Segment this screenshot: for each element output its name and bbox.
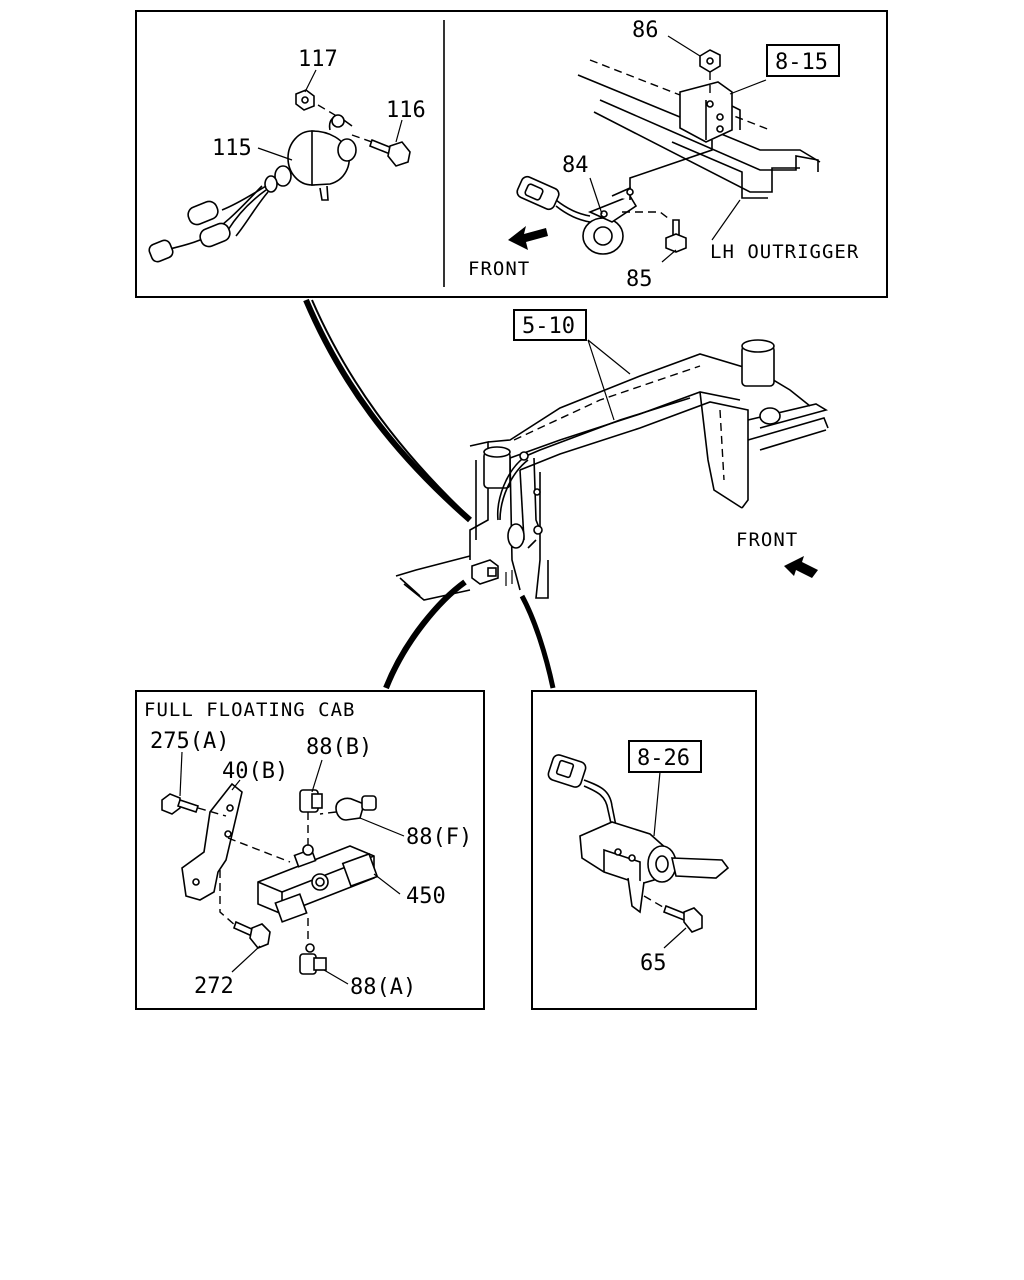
bolt-icon [369,138,411,167]
front-arrow-icon [784,556,818,578]
label-85: 85 [626,267,653,292]
nut-icon [699,49,721,73]
crossmember [395,403,829,601]
sensor-icon [287,114,357,201]
label-88b: 88(B) [306,735,372,760]
bottom-left-frame [135,690,485,1010]
label-88f: 88(F) [406,825,472,850]
label-8-26: 8-26 [637,746,690,771]
outrigger-assembly: 86 8-15 84 85 FRONT LH OUTRIGGER [468,18,859,292]
fitting-88a [299,918,327,975]
label-lh-outrigger: LH OUTRIGGER [710,241,859,263]
connector-icon [547,754,587,788]
label-86: 86 [632,18,659,43]
ref-box-8-15 [766,44,840,77]
sensor-115-assembly: 117 116 115 [148,47,426,263]
label-65: 65 [640,951,667,976]
sensor-icon [582,186,638,255]
bolt-icon [161,793,200,815]
connector-icon [516,175,560,211]
label-front-main: FRONT [736,529,798,551]
valve-icon [257,845,379,923]
nut-icon [295,89,315,111]
label-40b: 40(B) [222,759,288,784]
callout-curves [303,298,556,690]
front-arrow-icon [508,226,548,250]
panel-title-full-floating-cab: FULL FLOATING CAB [144,699,355,721]
sensor-icon [579,821,730,914]
bracket [679,81,733,143]
label-450: 450 [406,884,446,909]
label-8-15: 8-15 [775,50,828,75]
fitting-88f [319,795,377,821]
ref-box-8-26 [628,740,702,773]
top-panel-frame [135,10,888,298]
label-272: 272 [194,974,234,999]
bottom-left-panel: FULL FLOATING CAB [135,690,485,1010]
top-panel: 117 116 115 [135,10,888,298]
label-117: 117 [298,47,338,72]
label-5-10: 5-10 [522,314,575,339]
label-116: 116 [386,98,426,123]
harness-wires [165,165,292,251]
frame-rail [469,353,811,599]
main-frame-view: 5-10 FRONT [395,309,829,601]
bolt-icon [663,904,703,933]
bracket-40b [181,782,243,927]
shock-absorber-front [483,446,511,489]
lh-outrigger [577,59,821,199]
bottom-right-panel: 8-26 65 [531,690,757,1010]
bottom-right-frame [531,690,757,1010]
valve-icon [471,559,513,586]
label-84: 84 [562,153,589,178]
ref-box-5-10 [513,309,587,341]
label-front-top: FRONT [468,258,530,280]
label-275a: 275(A) [150,729,229,754]
label-115: 115 [212,136,252,161]
shock-absorber-rear [741,339,781,425]
wiring-run [496,397,691,549]
connector-icon [148,200,231,263]
bolt-icon [233,920,271,949]
bolt-icon [665,219,687,253]
label-88a: 88(A) [350,975,416,1000]
fitting-88b [299,789,323,856]
